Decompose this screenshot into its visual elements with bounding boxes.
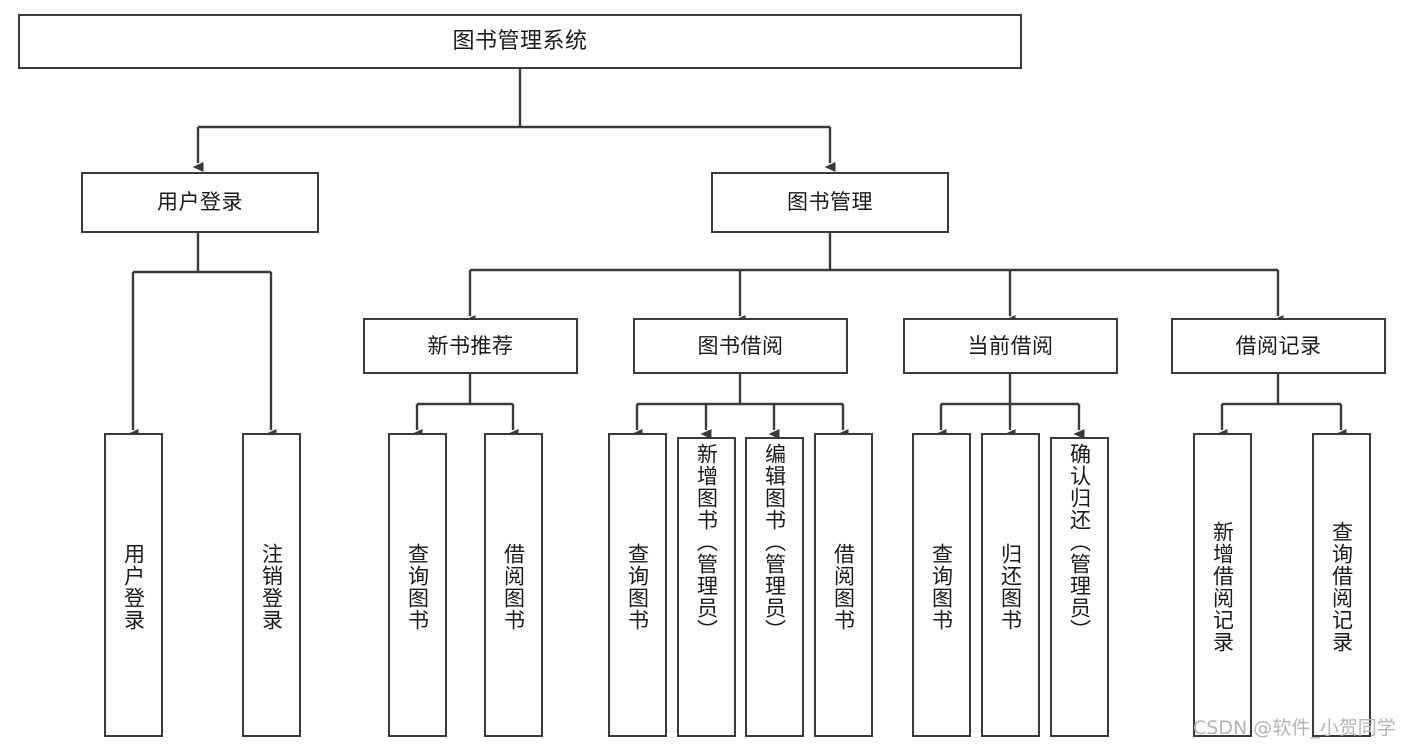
leaf-query-book-1-label: 查询图书 bbox=[405, 543, 430, 631]
leaf-confirm-return[interactable]: 确认归还（管理员） bbox=[1050, 437, 1109, 737]
leaf-query-book-3-label: 查询图书 bbox=[929, 543, 954, 631]
leaf-add-record-label: 新增借阅记录 bbox=[1210, 521, 1235, 653]
leaf-query-book-2[interactable]: 查询图书 bbox=[608, 433, 667, 737]
node-book-borrow-label: 图书借阅 bbox=[697, 333, 784, 358]
leaf-borrow-book-2-label: 借阅图书 bbox=[831, 543, 856, 631]
node-new-book-recommend[interactable]: 新书推荐 bbox=[363, 318, 578, 374]
node-book-borrow[interactable]: 图书借阅 bbox=[633, 318, 848, 374]
leaf-borrow-book-2[interactable]: 借阅图书 bbox=[814, 433, 873, 737]
leaf-return-book-label: 归还图书 bbox=[998, 543, 1023, 631]
leaf-borrow-book-1-label: 借阅图书 bbox=[501, 543, 526, 631]
node-book-manage[interactable]: 图书管理 bbox=[711, 172, 949, 233]
leaf-query-book-3[interactable]: 查询图书 bbox=[912, 433, 971, 737]
leaf-edit-book-label: 编辑图书（管理员） bbox=[762, 443, 787, 641]
leaf-return-book[interactable]: 归还图书 bbox=[981, 433, 1040, 737]
leaf-query-record-label: 查询借阅记录 bbox=[1329, 521, 1354, 653]
leaf-add-record[interactable]: 新增借阅记录 bbox=[1193, 433, 1252, 737]
leaf-edit-book[interactable]: 编辑图书（管理员） bbox=[745, 437, 804, 737]
node-root[interactable]: 图书管理系统 bbox=[18, 14, 1022, 69]
leaf-user-login-label: 用户登录 bbox=[121, 543, 146, 631]
leaf-query-book-1[interactable]: 查询图书 bbox=[388, 433, 447, 737]
leaf-add-book[interactable]: 新增图书（管理员） bbox=[677, 437, 736, 737]
node-root-label: 图书管理系统 bbox=[452, 28, 588, 54]
leaf-logout-login[interactable]: 注销登录 bbox=[242, 433, 301, 737]
leaf-query-book-2-label: 查询图书 bbox=[625, 543, 650, 631]
node-current-borrow-label: 当前借阅 bbox=[967, 333, 1054, 358]
node-borrow-record[interactable]: 借阅记录 bbox=[1171, 318, 1386, 374]
leaf-query-record[interactable]: 查询借阅记录 bbox=[1312, 433, 1371, 737]
node-current-borrow[interactable]: 当前借阅 bbox=[903, 318, 1118, 374]
node-new-book-recommend-label: 新书推荐 bbox=[427, 333, 514, 358]
leaf-add-book-label: 新增图书（管理员） bbox=[694, 443, 719, 641]
leaf-logout-login-label: 注销登录 bbox=[259, 543, 284, 631]
node-borrow-record-label: 借阅记录 bbox=[1235, 333, 1322, 358]
node-user-login[interactable]: 用户登录 bbox=[81, 172, 319, 233]
node-user-login-label: 用户登录 bbox=[157, 190, 243, 215]
leaf-user-login[interactable]: 用户登录 bbox=[104, 433, 163, 737]
leaf-borrow-book-1[interactable]: 借阅图书 bbox=[484, 433, 543, 737]
leaf-confirm-return-label: 确认归还（管理员） bbox=[1067, 443, 1092, 641]
csdn-watermark: CSDN @软件_小贺同学 bbox=[1193, 717, 1396, 739]
node-book-manage-label: 图书管理 bbox=[787, 190, 873, 215]
